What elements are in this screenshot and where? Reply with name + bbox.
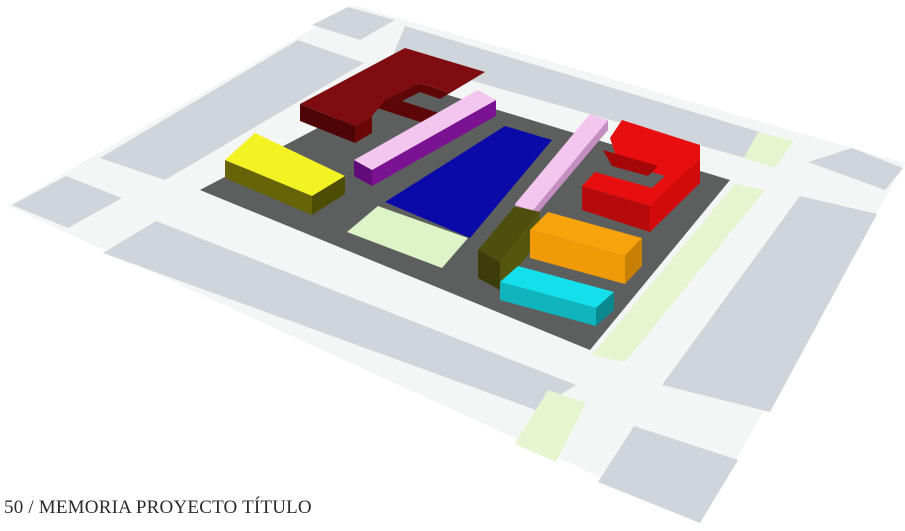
- central-plaza: [385, 126, 552, 238]
- open-ground-plot: [347, 206, 468, 268]
- block-top-small: [312, 7, 395, 40]
- pink-bar-left: [354, 90, 496, 186]
- red-building: [582, 120, 700, 232]
- green-strip-bottom: [515, 390, 586, 462]
- cyan-building: [500, 266, 614, 326]
- orange-building: [530, 212, 642, 284]
- green-strip-right: [592, 184, 765, 362]
- block-top-right: [392, 26, 760, 158]
- yellow-building: [225, 133, 345, 215]
- block-right: [662, 196, 877, 412]
- block-bottom-right: [598, 426, 738, 523]
- block-top-left: [100, 40, 364, 180]
- green-strip-top: [744, 132, 794, 168]
- page-footer-caption: 50 / MEMORIA PROYECTO TÍTULO: [4, 497, 312, 518]
- block-right-top: [808, 148, 903, 190]
- block-left-small: [12, 176, 122, 228]
- block-bottom: [103, 221, 576, 410]
- perimeter-blocks: [12, 7, 903, 523]
- green-strips: [515, 132, 794, 462]
